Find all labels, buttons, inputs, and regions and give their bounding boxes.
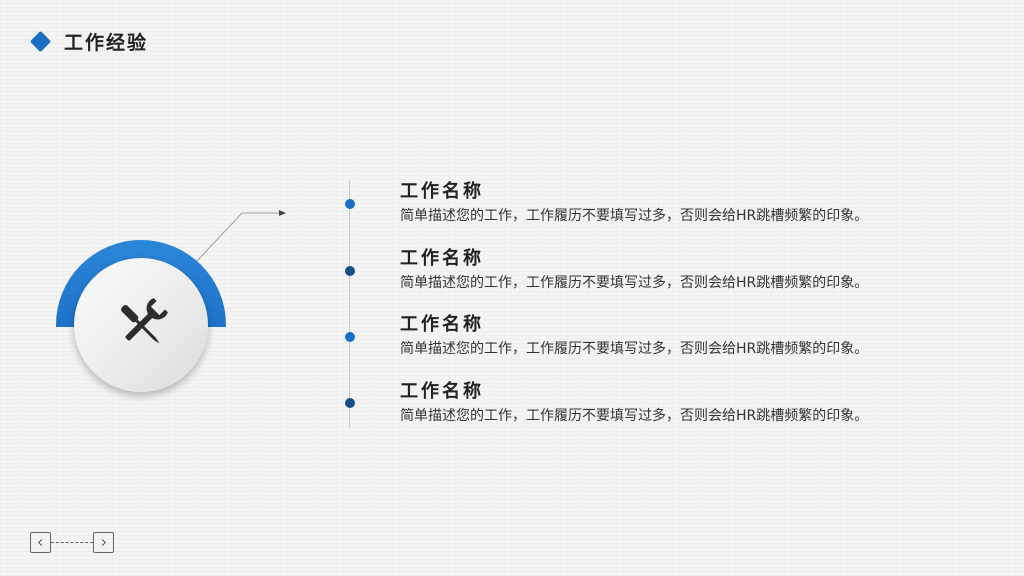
- work-badge: [56, 240, 226, 400]
- entry-title: 工作名称: [400, 381, 484, 402]
- timeline-dot: [345, 199, 355, 209]
- wrench-screwdriver-icon: [121, 298, 168, 344]
- nav-dashed-connector: [51, 542, 93, 543]
- entry-description: 简单描述您的工作，工作履历不要填写过多，否则会给HR跳槽频繁的印象。: [400, 408, 869, 424]
- prev-button[interactable]: [30, 532, 51, 553]
- timeline-entry: 工作名称 简单描述您的工作，工作履历不要填写过多，否则会给HR跳槽频繁的印象。: [400, 248, 960, 293]
- timeline-entry: 工作名称 简单描述您的工作，工作履历不要填写过多，否则会给HR跳槽频繁的印象。: [400, 181, 960, 226]
- entry-description: 简单描述您的工作，工作履历不要填写过多，否则会给HR跳槽频繁的印象。: [400, 208, 869, 224]
- timeline-dot: [345, 332, 355, 342]
- chevron-right-icon: [101, 538, 107, 547]
- page-title: 工作经验: [64, 31, 149, 54]
- entry-title: 工作名称: [400, 181, 484, 202]
- slide-navigation: [30, 531, 114, 554]
- badge-circle: [74, 258, 208, 392]
- timeline-entry: 工作名称 简单描述您的工作，工作履历不要填写过多，否则会给HR跳槽频繁的印象。: [400, 314, 960, 359]
- diamond-icon: [29, 30, 52, 52]
- timeline-dot: [345, 266, 355, 276]
- entry-description: 简单描述您的工作，工作履历不要填写过多，否则会给HR跳槽频繁的印象。: [400, 341, 869, 357]
- timeline-dot: [345, 398, 355, 408]
- next-button[interactable]: [93, 532, 114, 553]
- slide-header: 工作经验: [29, 28, 149, 54]
- entry-title: 工作名称: [400, 314, 484, 335]
- entry-title: 工作名称: [400, 248, 484, 269]
- timeline-entry: 工作名称 简单描述您的工作，工作履历不要填写过多，否则会给HR跳槽频繁的印象。: [400, 381, 960, 426]
- timeline-line: [349, 180, 350, 428]
- chevron-left-icon: [37, 538, 43, 547]
- entry-description: 简单描述您的工作，工作履历不要填写过多，否则会给HR跳槽频繁的印象。: [400, 275, 869, 291]
